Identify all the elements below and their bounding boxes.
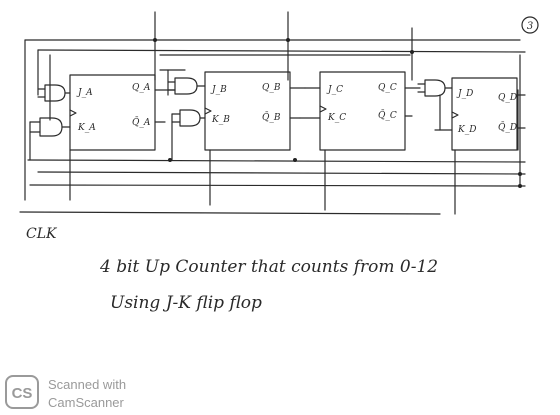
ff-c-q-label: Q_C bbox=[378, 83, 397, 93]
ff-c-j-label: J_C bbox=[326, 85, 343, 95]
and-gate-jd bbox=[417, 79, 453, 131]
ff-d-j-label: J_D bbox=[456, 89, 473, 99]
ff-a-k-label: K_A bbox=[77, 123, 96, 133]
flip-flop-d: J_D K_D Q_D Q̄_D bbox=[451, 77, 526, 215]
title-line-1: 4 bit Up Counter that counts from 0-12 bbox=[99, 257, 438, 277]
ff-d-qbar-label: Q̄_D bbox=[498, 121, 517, 133]
junction-dots bbox=[153, 38, 522, 188]
ff-d-q-label: Q_D bbox=[498, 93, 517, 103]
watermark-line-2: CamScanner bbox=[48, 395, 125, 410]
bottom-bus-lines bbox=[19, 54, 526, 215]
ff-b-j-label: J_B bbox=[210, 85, 227, 95]
watermark-logo: CS bbox=[12, 385, 33, 402]
ff-a-q-label: Q_A bbox=[132, 83, 151, 93]
ff-a-qbar-label: Q̄_A bbox=[132, 116, 151, 128]
page-number: 3 bbox=[527, 21, 533, 32]
ff-b-qbar-label: Q̄_B bbox=[262, 111, 281, 123]
ff-c-qbar-label: Q̄_C bbox=[378, 109, 397, 121]
watermark-line-1: Scanned with bbox=[48, 377, 126, 392]
camscanner-logo-icon: CS bbox=[5, 375, 39, 409]
and-gate-ka bbox=[29, 117, 71, 161]
title-line-2: Using J-K flip flop bbox=[110, 293, 262, 313]
and-gate-kb bbox=[171, 109, 206, 161]
page-number-badge: 3 bbox=[521, 16, 539, 34]
ff-c-k-label: K_C bbox=[327, 113, 346, 123]
ff-d-k-label: K_D bbox=[457, 125, 476, 135]
ff-b-q-label: Q_B bbox=[262, 83, 281, 93]
camscanner-watermark: CS Scanned with CamScanner bbox=[5, 375, 126, 410]
flip-flop-c: J_C K_C Q_C Q̄_C bbox=[299, 71, 421, 211]
ff-b-k-label: K_B bbox=[211, 115, 230, 125]
flip-flop-b: J_B K_B Q_B Q̄_B bbox=[204, 71, 306, 206]
clock-label: CLK bbox=[26, 226, 58, 242]
flip-flop-a: J_A K_A Q_A Q̄_A bbox=[69, 74, 176, 201]
and-gate-jb bbox=[159, 69, 206, 96]
ff-a-j-label: J_A bbox=[76, 88, 93, 98]
top-bus-lines bbox=[24, 11, 526, 201]
and-gate-ja bbox=[37, 84, 71, 102]
